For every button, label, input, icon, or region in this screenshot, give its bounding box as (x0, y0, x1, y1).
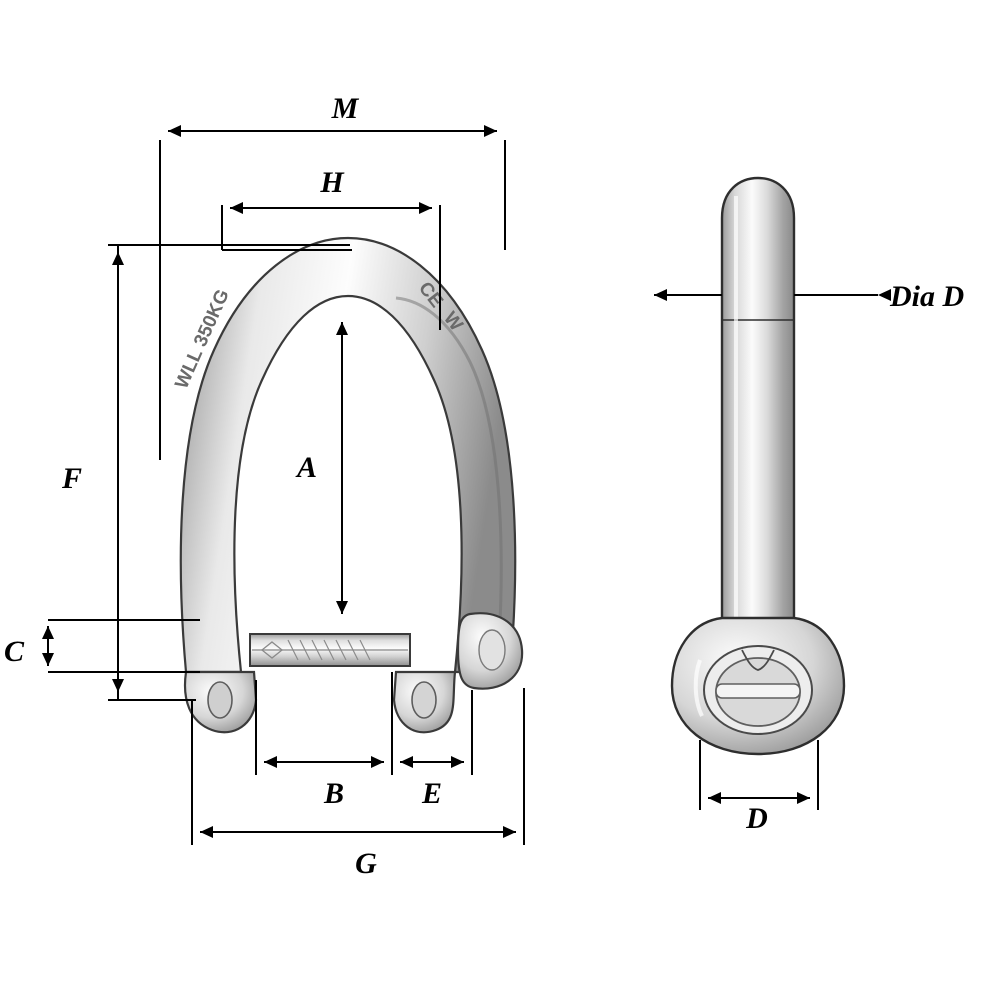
label-f: F (61, 462, 82, 495)
side-pin-body (720, 176, 796, 642)
bow-shade (395, 296, 503, 661)
label-e: E (421, 777, 442, 810)
pin-thread-hatch (287, 639, 371, 661)
side-view-shackle (670, 176, 846, 756)
dimension-labels: M H A F C B E G Dia D D (4, 92, 964, 880)
label-c: C (4, 635, 25, 668)
label-b: B (323, 777, 344, 810)
label-a: A (295, 451, 317, 484)
side-eye-notch (741, 649, 775, 671)
bow-highlight (245, 299, 349, 661)
left-lug-bore (207, 681, 233, 719)
side-eye-highlight (693, 659, 704, 717)
pin-marking-diamond (260, 641, 284, 659)
label-g: G (355, 847, 377, 880)
label-d: D (745, 802, 768, 835)
dimension-lines (42, 125, 891, 845)
right-lug-bore (411, 681, 437, 719)
pin-head-slot (478, 629, 506, 671)
label-m: M (331, 92, 360, 125)
front-view-shackle: WLL 350KG CE W (171, 236, 524, 734)
label-dia-d: Dia D (889, 280, 964, 313)
side-pin-slot (715, 683, 801, 699)
label-h: H (319, 166, 345, 199)
